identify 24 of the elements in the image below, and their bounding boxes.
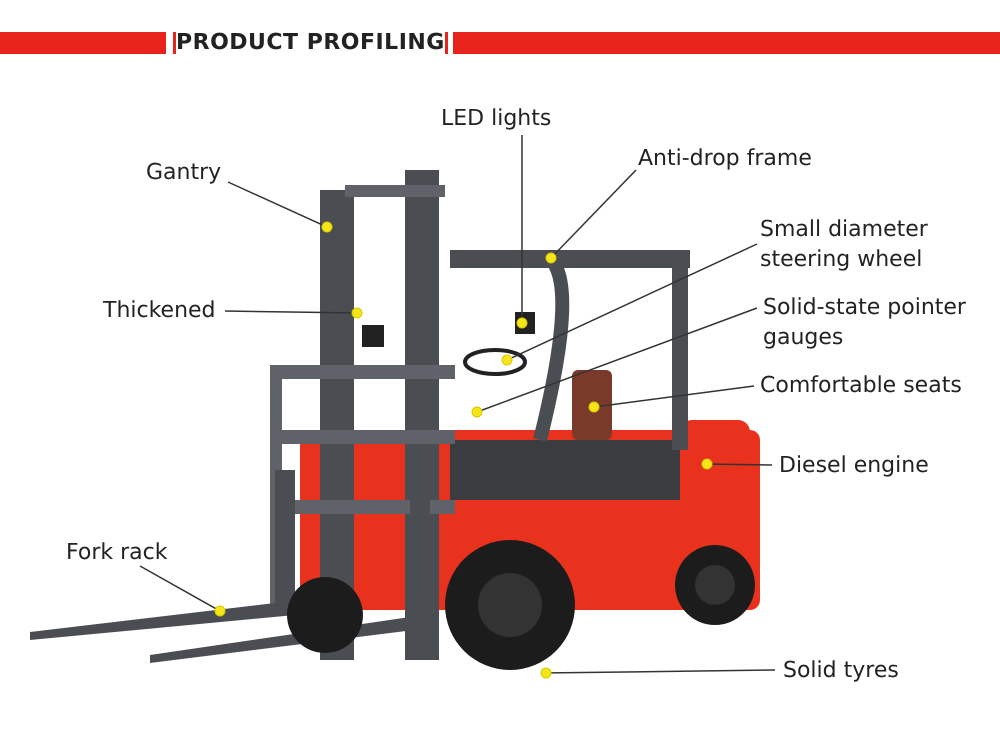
callout-label: Comfortable seats: [760, 372, 963, 400]
leader-line: [481, 307, 758, 411]
callout-label: Solid-state pointer gauges: [763, 294, 967, 352]
callout-label: Diesel engine: [779, 452, 930, 480]
marker-dot: [472, 406, 482, 418]
leader-line: [228, 181, 323, 226]
leader-line: [554, 169, 637, 255]
page-title: PRODUCT PROFILING: [176, 30, 445, 55]
leader-line: [224, 310, 352, 314]
leader-line: [551, 669, 775, 674]
marker-dot: [352, 308, 362, 318]
leader-line: [521, 135, 523, 318]
marker-dot: [502, 354, 512, 366]
leader-line: [712, 463, 772, 466]
callout-label: Gantry: [146, 159, 222, 187]
callout-label: LED lights: [441, 105, 552, 133]
callout-label: Anti-drop frame: [638, 145, 813, 173]
callout-label: Fork rack: [66, 539, 168, 567]
marker-dot: [540, 668, 552, 678]
callout-label: Small diameter steering wheel: [760, 216, 929, 274]
callout-label: Solid tyres: [783, 657, 900, 685]
callout-label: Thickened: [103, 297, 217, 325]
leader-line: [598, 385, 754, 408]
marker-dot: [214, 606, 226, 616]
